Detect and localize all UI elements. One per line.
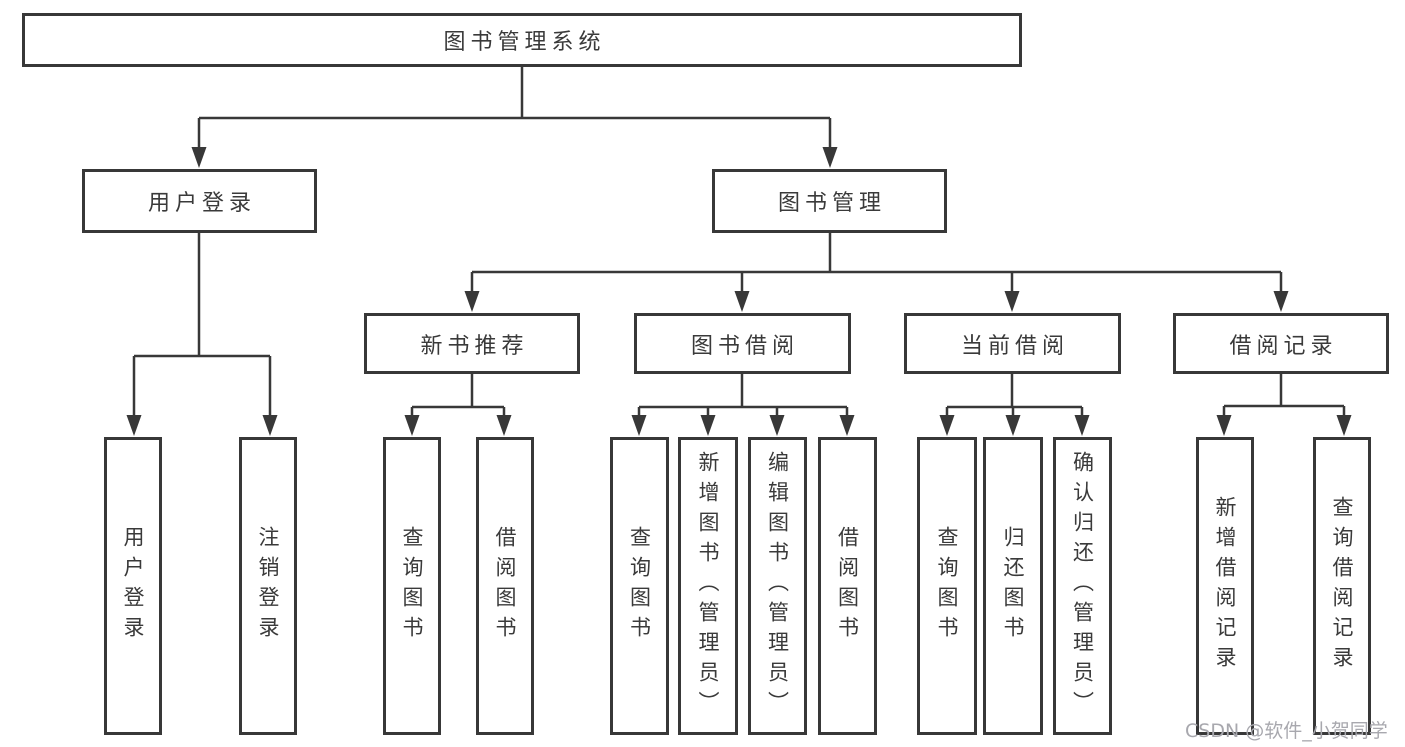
watermark: CSDN @软件_小贺同学 [1185, 720, 1388, 742]
leaf-newbooks-borrow-books: 借阅图书 [476, 437, 534, 735]
leaf-borrowing-edit-books: 编辑图书（管理员） [748, 437, 807, 735]
node-label: 借阅记录 [1229, 333, 1338, 359]
node-label: 新书推荐 [420, 333, 529, 359]
leaf-user-login: 用户登录 [104, 437, 162, 735]
node-label: 查询图书 [400, 526, 424, 646]
node-book-borrowing: 图书借阅 [634, 313, 851, 374]
node-label: 用户登录 [147, 191, 256, 216]
node-label: 注销登录 [256, 526, 280, 646]
node-label: 新增借阅记录 [1213, 496, 1237, 676]
node-label: 编辑图书（管理员） [765, 451, 790, 721]
node-label: 当前借阅 [960, 333, 1069, 359]
leaf-current-confirm-return: 确认归还（管理员） [1053, 437, 1112, 735]
node-user-login: 用户登录 [82, 169, 317, 233]
node-label: 归还图书 [1001, 526, 1025, 646]
leaf-borrowing-add-books: 新增图书（管理员） [678, 437, 738, 735]
node-book-management: 图书管理 [712, 169, 947, 233]
node-current-borrowing: 当前借阅 [904, 313, 1121, 374]
node-root: 图书管理系统 [22, 13, 1022, 67]
leaf-logout: 注销登录 [239, 437, 297, 735]
node-label: 图书借阅 [690, 333, 799, 359]
node-new-book-recommend: 新书推荐 [364, 313, 580, 374]
node-label: 图书管理系统 [443, 30, 606, 55]
leaf-borrowing-query-books: 查询图书 [610, 437, 669, 735]
leaf-records-query-record: 查询借阅记录 [1313, 437, 1371, 735]
node-label: 用户登录 [121, 526, 145, 646]
node-label: 借阅图书 [493, 526, 517, 646]
node-label: 确认归还（管理员） [1070, 451, 1095, 721]
leaf-records-add-record: 新增借阅记录 [1196, 437, 1254, 735]
node-label: 查询借阅记录 [1330, 496, 1354, 676]
leaf-newbooks-query-books: 查询图书 [383, 437, 441, 735]
leaf-borrowing-borrow-books: 借阅图书 [818, 437, 877, 735]
node-label: 借阅图书 [835, 526, 860, 646]
leaf-current-query-books: 查询图书 [917, 437, 977, 735]
node-borrowing-records: 借阅记录 [1173, 313, 1389, 374]
node-label: 查询图书 [627, 526, 652, 646]
node-label: 新增图书（管理员） [696, 451, 720, 721]
arrowhead-icons [126, 147, 1352, 436]
node-label: 查询图书 [935, 526, 959, 646]
node-label: 图书管理 [777, 191, 886, 216]
leaf-current-return-books: 归还图书 [983, 437, 1043, 735]
